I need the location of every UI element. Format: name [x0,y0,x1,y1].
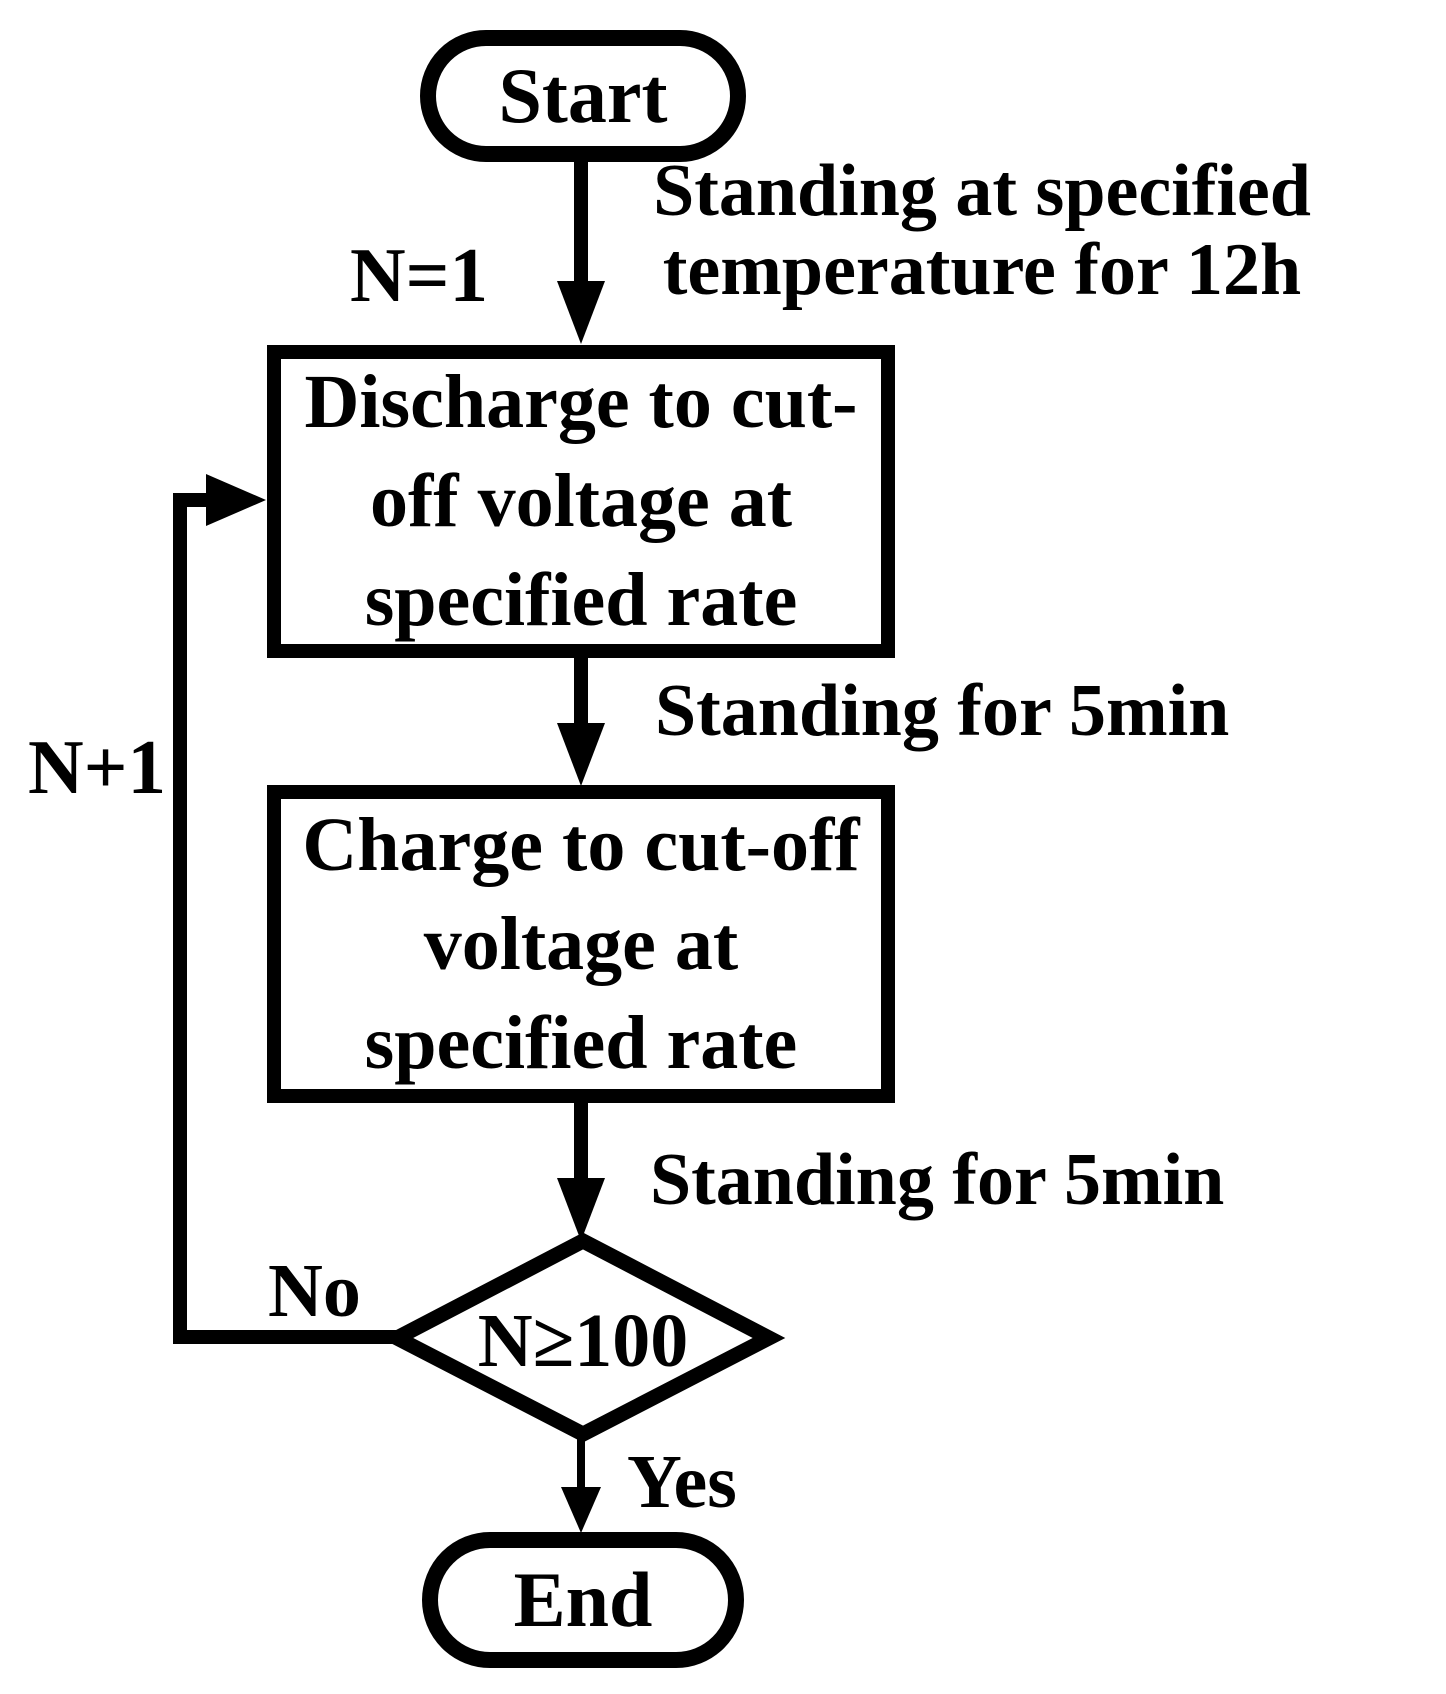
decision-diamond-shape [380,1232,786,1443]
discharge-line3: specified rate [364,558,798,642]
arrowhead-discharge-to-charge-icon [557,723,605,786]
decision-node-label: N≥100 [477,1298,689,1383]
increment-counter-label: N+1 [28,724,166,810]
standing-temperature-line2: temperature for 12h [662,229,1302,311]
charge-process-text: Charge to cut-off voltage at specified r… [302,796,859,1093]
charge-line2: voltage at [423,901,739,986]
arrowhead-start-to-discharge-icon [557,281,605,344]
standing-5min-after-discharge-label: Standing for 5min [655,670,1230,752]
arrowhead-loop-into-discharge-icon [206,474,266,526]
charge-line3: specified rate [364,1000,798,1085]
charge-process-node: Charge to cut-off voltage at specified r… [267,785,895,1103]
charge-line1: Charge to cut-off [302,802,860,887]
init-counter-label: N=1 [350,232,488,318]
discharge-process-node: Discharge to cut- off voltage at specifi… [267,345,895,658]
start-node: Start [420,30,746,162]
yes-branch-label: Yes [627,1440,737,1524]
discharge-line1: Discharge to cut- [304,360,858,444]
discharge-process-text: Discharge to cut- off voltage at specifi… [305,353,858,650]
arrowhead-charge-to-decision-icon [557,1178,605,1241]
standing-temperature-line1: Standing at specified [653,150,1311,232]
arrowhead-decision-to-end-icon [561,1487,601,1533]
standing-5min-after-charge-label: Standing for 5min [650,1139,1225,1221]
no-branch-label: No [268,1249,361,1333]
discharge-line2: off voltage at [369,459,793,543]
standing-temperature-label: Standing at specified temperature for 12… [622,152,1342,310]
end-node-label: End [513,1556,653,1643]
loop-no-line [173,493,397,1344]
start-node-label: Start [498,52,668,139]
end-node: End [422,1532,744,1668]
